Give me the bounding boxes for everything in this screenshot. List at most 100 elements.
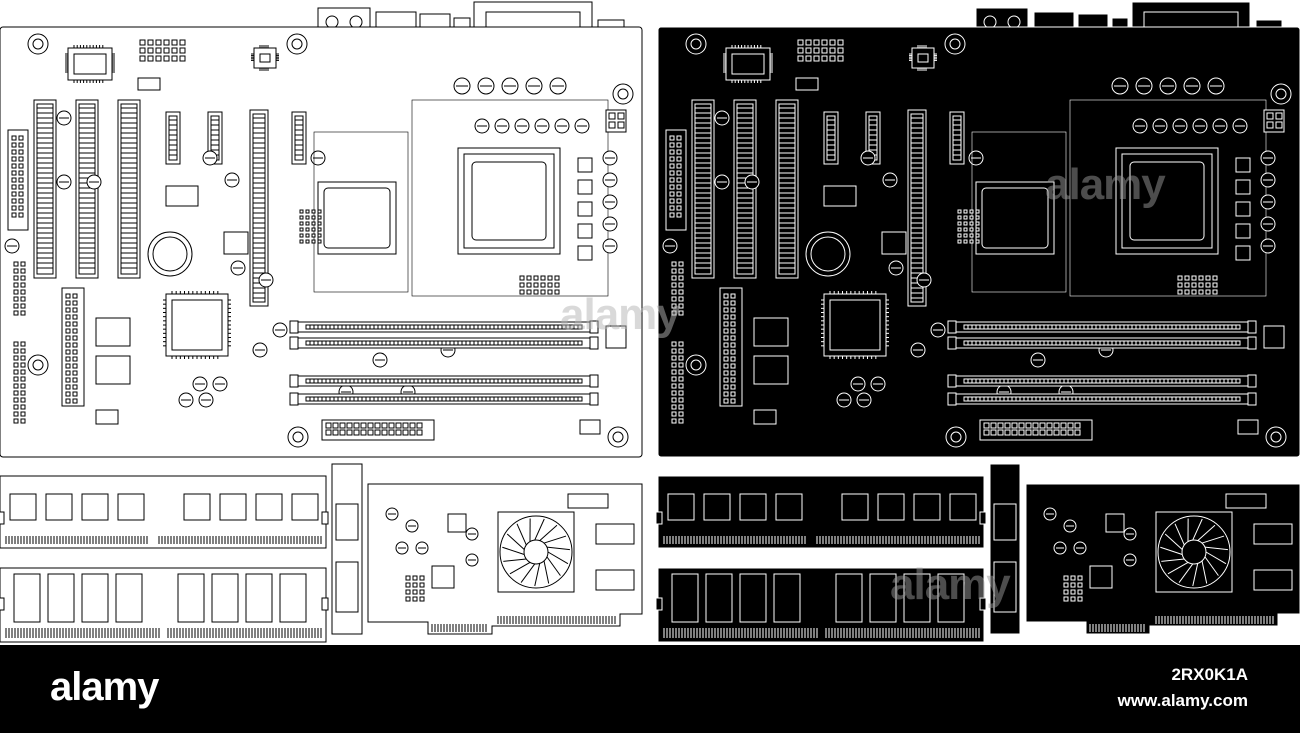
gpu-support-chip bbox=[1105, 513, 1125, 533]
smd-pad bbox=[1063, 589, 1069, 595]
smd-pad bbox=[730, 293, 736, 299]
smd-pad bbox=[11, 163, 17, 169]
ram-chip bbox=[211, 573, 239, 623]
ram-chip bbox=[671, 573, 699, 623]
smd-pad bbox=[805, 47, 812, 54]
smd-pad bbox=[813, 47, 820, 54]
smd-pad bbox=[311, 233, 316, 238]
smd-pad bbox=[374, 422, 381, 429]
memory-chip bbox=[1253, 523, 1293, 545]
dimm-slot-channel bbox=[963, 340, 1241, 346]
dimm-latch bbox=[1247, 320, 1257, 334]
smd-pad bbox=[18, 184, 24, 190]
smd-pad bbox=[1063, 575, 1069, 581]
smd-pad bbox=[1018, 422, 1025, 429]
mounting-hole bbox=[685, 354, 707, 376]
dimm-latch bbox=[1247, 374, 1257, 388]
smd-pad bbox=[1039, 422, 1046, 429]
smd-pad bbox=[13, 261, 19, 267]
dimm-slot bbox=[947, 320, 1257, 334]
smd-pad bbox=[678, 341, 684, 347]
fan-blade bbox=[520, 563, 536, 583]
smd-pad bbox=[723, 349, 729, 355]
capacitor bbox=[1123, 553, 1137, 567]
smd-pad bbox=[11, 177, 17, 183]
pci-slot bbox=[75, 99, 99, 279]
dimm-slot-channel bbox=[963, 324, 1241, 330]
smd-pad bbox=[13, 268, 19, 274]
ram-chip bbox=[291, 493, 319, 521]
ram-chip bbox=[841, 493, 869, 521]
smd-pad bbox=[72, 335, 78, 341]
smd-pad bbox=[1198, 289, 1204, 295]
smd-pad bbox=[554, 275, 560, 281]
resistor-array bbox=[139, 39, 186, 62]
mounting-hole-center bbox=[292, 431, 304, 443]
smd-pad bbox=[346, 429, 353, 436]
resistor-array bbox=[1063, 575, 1083, 602]
capacitor bbox=[1260, 172, 1276, 188]
slot-channel bbox=[778, 103, 796, 275]
smd-pad bbox=[72, 293, 78, 299]
ic-chip bbox=[909, 45, 937, 71]
motherboard bbox=[0, 1, 643, 458]
smd-pad bbox=[13, 310, 19, 316]
capacitor bbox=[1043, 507, 1057, 521]
smd-pad bbox=[155, 39, 162, 46]
smd-pad bbox=[526, 289, 532, 295]
smd-pad bbox=[11, 142, 17, 148]
smd-pad bbox=[317, 233, 322, 238]
smd-pad bbox=[676, 184, 682, 190]
smd-pad bbox=[730, 335, 736, 341]
ram-chip bbox=[45, 493, 73, 521]
smd-pad bbox=[1032, 429, 1039, 436]
smd-pad bbox=[963, 215, 968, 220]
capacitor bbox=[554, 118, 570, 134]
smd-pad bbox=[554, 282, 560, 288]
vrm-choke bbox=[1235, 223, 1251, 239]
smd-pad bbox=[305, 215, 310, 220]
ram-chip bbox=[81, 573, 109, 623]
floppy-pins bbox=[11, 135, 24, 218]
smd-pad bbox=[325, 422, 332, 429]
mounting-hole-center bbox=[291, 38, 303, 50]
smd-pad bbox=[1198, 282, 1204, 288]
smd-pad bbox=[678, 362, 684, 368]
smd-pad bbox=[723, 335, 729, 341]
smd-pad bbox=[723, 321, 729, 327]
smd-pad bbox=[1177, 289, 1183, 295]
graphics-card bbox=[331, 463, 643, 635]
smd-pad bbox=[671, 355, 677, 361]
mounting-hole bbox=[1265, 426, 1287, 448]
smd-pad bbox=[311, 227, 316, 232]
smd-pad bbox=[1039, 429, 1046, 436]
smd-pad bbox=[13, 296, 19, 302]
smd-pad bbox=[678, 348, 684, 354]
smd-pad bbox=[11, 135, 17, 141]
atx-12v-pins bbox=[1266, 112, 1283, 129]
smd-pad bbox=[171, 39, 178, 46]
motherboard bbox=[657, 1, 1300, 458]
dimm-slot bbox=[947, 374, 1257, 388]
slot-channel bbox=[168, 115, 178, 161]
smd-pad bbox=[317, 221, 322, 226]
smd-pad bbox=[139, 39, 146, 46]
ic-chip bbox=[65, 45, 115, 83]
side-notch bbox=[979, 511, 987, 525]
dimm-latch bbox=[1247, 392, 1257, 406]
smd-pad bbox=[299, 239, 304, 244]
memory-chip bbox=[567, 493, 609, 509]
smd-pad bbox=[669, 191, 675, 197]
fan-blade bbox=[1164, 533, 1183, 550]
smd-pad bbox=[65, 307, 71, 313]
smd-pad bbox=[305, 233, 310, 238]
smd-pad bbox=[419, 596, 425, 602]
smd-pad bbox=[676, 205, 682, 211]
smd-pad bbox=[797, 47, 804, 54]
smd-pad bbox=[139, 55, 146, 62]
vrm-choke bbox=[1235, 201, 1251, 217]
smd-pad bbox=[676, 198, 682, 204]
smd-pad bbox=[65, 314, 71, 320]
smd-pad bbox=[617, 112, 625, 120]
mounting-hole-center bbox=[1275, 88, 1287, 100]
